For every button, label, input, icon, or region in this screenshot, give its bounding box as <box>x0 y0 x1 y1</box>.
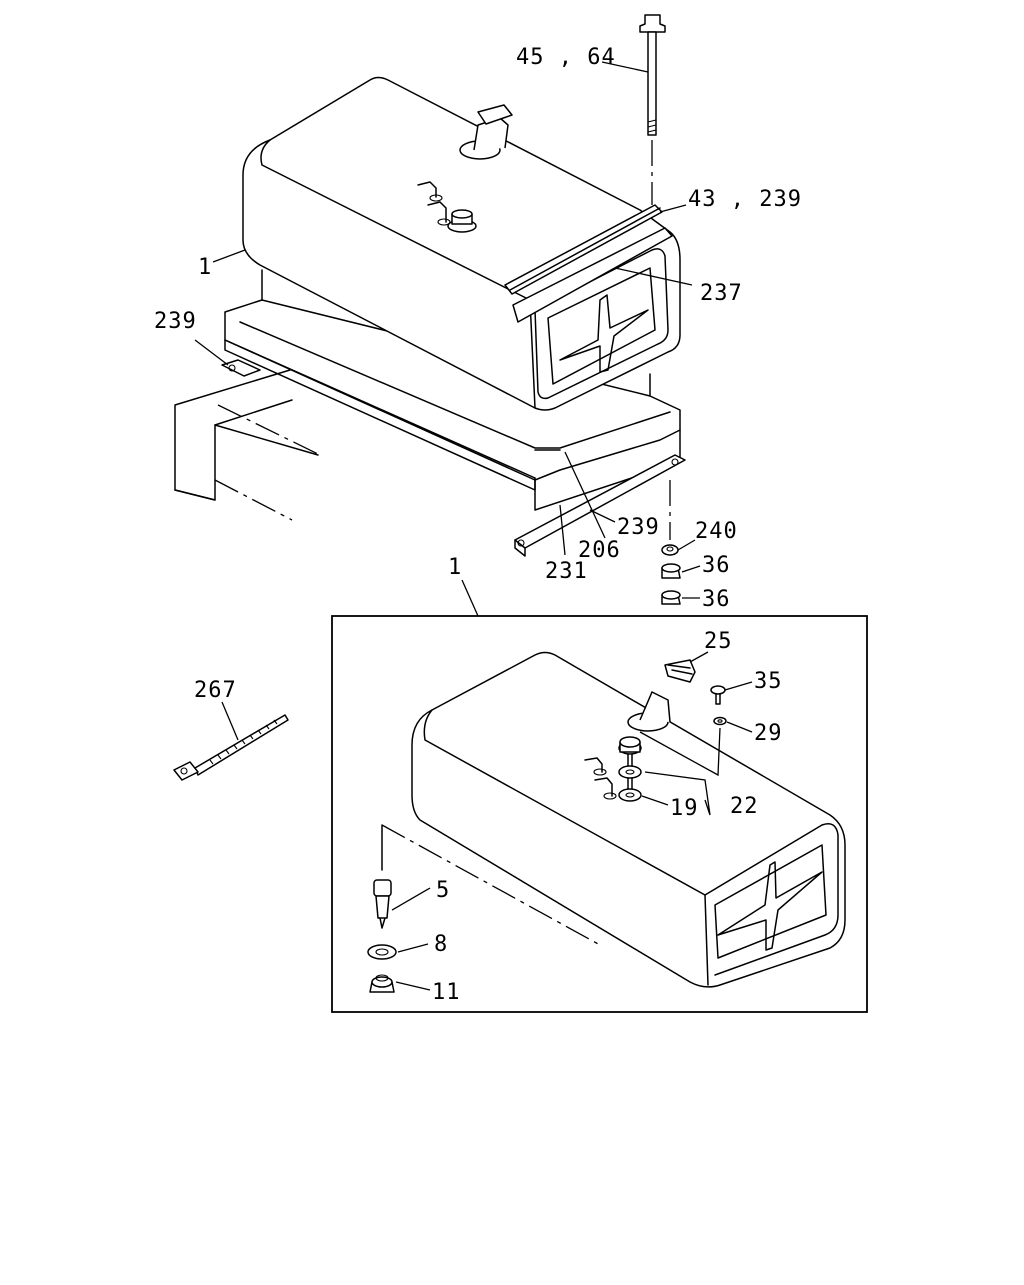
callout-239-left: 239 <box>154 309 197 334</box>
tank-pipes-top <box>417 181 477 233</box>
callout-237: 237 <box>700 281 743 306</box>
nut-36-upper <box>661 563 681 579</box>
callout-239-bracket: 239 <box>617 515 660 540</box>
callout-240: 240 <box>695 519 738 544</box>
filler-neck-top <box>459 104 513 160</box>
cable-tie-267 <box>173 714 289 781</box>
callout-29: 29 <box>754 721 783 746</box>
strap-bolt <box>639 14 671 540</box>
bracket-239-left <box>221 359 261 377</box>
callout-43-239: 43 , 239 <box>688 187 802 212</box>
filler-neck-detail <box>627 691 671 732</box>
callout-1-top: 1 <box>198 255 212 280</box>
fuel-tank-detail <box>411 651 846 988</box>
callout-45-64: 45 , 64 <box>516 45 616 70</box>
tank-pipes-detail <box>584 757 617 800</box>
leader-lines-detail <box>221 651 753 991</box>
callout-36-upper: 36 <box>702 553 731 578</box>
callout-35: 35 <box>754 669 783 694</box>
filler-cap-25 <box>664 659 696 683</box>
leader-lines-top <box>194 61 701 599</box>
callout-19: 19 <box>670 796 699 821</box>
fuel-tank-top <box>242 76 681 411</box>
washer-29 <box>713 716 727 726</box>
plug-11 <box>369 974 395 993</box>
gasket-8 <box>367 944 397 960</box>
callout-206: 206 <box>578 538 621 563</box>
callout-1-box: 1 <box>448 555 462 580</box>
callout-11: 11 <box>432 980 461 1005</box>
frame-rail <box>174 369 321 521</box>
drain-dashed-path <box>381 824 601 946</box>
callout-5: 5 <box>436 878 450 903</box>
screw-35 <box>710 685 726 705</box>
gauge-sender-stack <box>618 727 721 816</box>
callout-8: 8 <box>434 932 448 957</box>
drain-plug-5 <box>373 879 392 929</box>
callout-36-lower: 36 <box>702 587 731 612</box>
callout-267: 267 <box>194 678 237 703</box>
callout-231: 231 <box>545 559 588 584</box>
callout-25: 25 <box>704 629 733 654</box>
nut-36-lower <box>661 590 681 605</box>
bracket-239-front <box>514 454 686 557</box>
callout-22: 22 <box>730 794 759 819</box>
detail-box <box>331 579 868 1013</box>
washer-240 <box>661 544 679 556</box>
rubber-strip <box>239 321 671 449</box>
